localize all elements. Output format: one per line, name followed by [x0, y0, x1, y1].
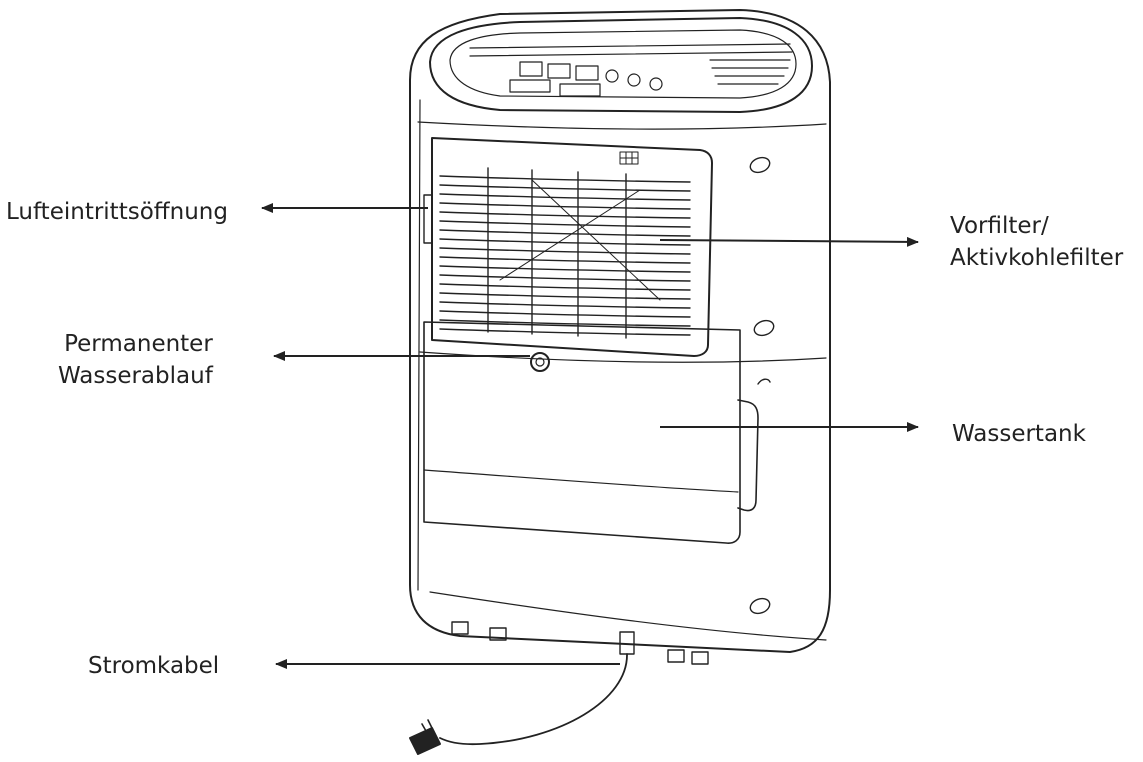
- grille-slat: [439, 301, 691, 309]
- grille-slat: [439, 310, 691, 318]
- label-permanent-drain-line1: Permanenter: [64, 331, 213, 357]
- side-oval-1: [749, 156, 771, 174]
- arrow-filter: [659, 236, 919, 247]
- grille-slat: [439, 238, 691, 246]
- side-oval-2: [753, 319, 775, 337]
- water-tank-outline: [423, 321, 759, 544]
- side-oval-3: [749, 597, 771, 615]
- power-cable: [409, 631, 635, 755]
- grille-slat: [439, 247, 691, 255]
- label-air-inlet: Lufteintrittsöffnung: [6, 199, 228, 225]
- grille-slat: [439, 283, 691, 291]
- plug-icon: [409, 719, 441, 755]
- side-notch: [757, 378, 771, 385]
- grille-slats: [439, 175, 691, 336]
- grille-slat: [439, 211, 691, 219]
- front-grille: [431, 137, 713, 357]
- label-permanent-drain: Permanenter Wasserablauf: [58, 328, 213, 392]
- label-permanent-drain-line2: Wasserablauf: [58, 363, 213, 389]
- grille-slat: [439, 328, 691, 336]
- grille-slat: [439, 184, 691, 192]
- grille-slat: [439, 256, 691, 264]
- grille-slat: [439, 265, 691, 273]
- grille-slat: [439, 319, 691, 327]
- grille-slat: [439, 274, 691, 282]
- grille-slat: [439, 202, 691, 210]
- caster-wheels: [451, 621, 709, 665]
- grille-slat: [439, 229, 691, 237]
- drain-outlet: [530, 352, 550, 372]
- grille-slat: [439, 220, 691, 228]
- label-filter-line2: Aktivkohlefilter: [950, 245, 1124, 271]
- grille-slat: [439, 175, 691, 183]
- grille-slat: [439, 193, 691, 201]
- air-inlet-slot: [423, 194, 433, 244]
- device-body: [409, 9, 831, 653]
- device-side-edge: [417, 99, 421, 591]
- top-control-panel: [429, 17, 813, 113]
- label-water-tank: Wassertank: [952, 421, 1086, 447]
- grille-slat: [439, 292, 691, 300]
- label-power-cable: Stromkabel: [88, 653, 220, 679]
- label-filter: Vorfilter/ Aktivkohlefilter: [950, 210, 1123, 274]
- label-filter-line1: Vorfilter/: [950, 213, 1049, 239]
